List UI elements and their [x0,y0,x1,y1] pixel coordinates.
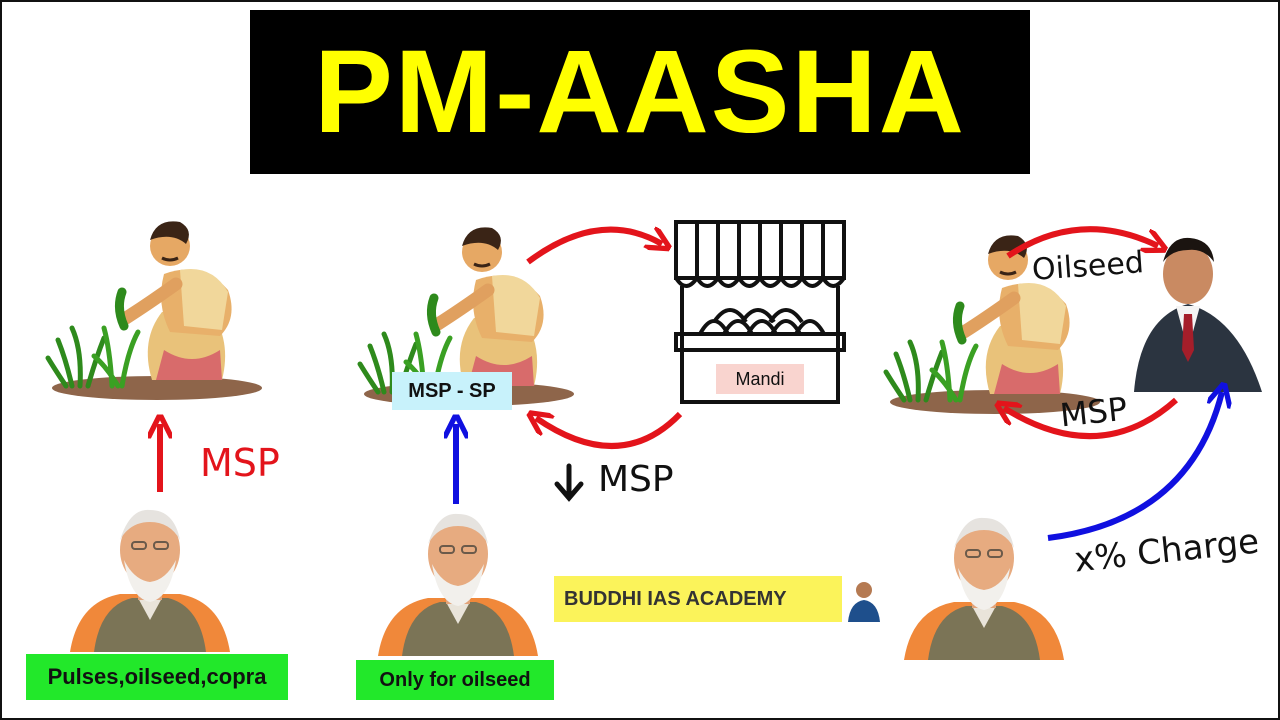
caption-middle: Only for oilseed [356,660,554,700]
mandi-stall-icon [674,220,846,404]
leader-portrait-right [903,516,1065,661]
msp-label-left: MSP [200,441,280,485]
mandi-label: Mandi [716,364,804,394]
oilseed-flow-arrow [1006,226,1158,259]
farmer-illustration-left [48,221,262,400]
caption-left: Pulses,oilseed,copra [26,654,288,700]
msp-payment-arrow [1004,397,1178,440]
industrialist-portrait [1134,237,1262,392]
academy-avatar [844,576,884,622]
sell-to-mandi-arrow [526,230,662,265]
mandi-return-arrow [536,414,683,449]
page-title: PM-AASHA [314,26,966,158]
oilseed-label: Oilseed [1030,245,1145,288]
charge-payment-arrow [1047,392,1222,541]
leader-portrait-middle [377,512,539,657]
down-arrow-icon [554,463,584,502]
falling-msp-label: MSP [598,459,674,500]
leader-portrait-left [69,508,231,653]
msp-sp-box: MSP - SP [392,372,512,410]
msp-label-right: MSP [1058,389,1130,435]
title-banner: PM-AASHA [250,10,1030,174]
academy-banner: BUDDHI IAS ACADEMY [554,576,842,622]
